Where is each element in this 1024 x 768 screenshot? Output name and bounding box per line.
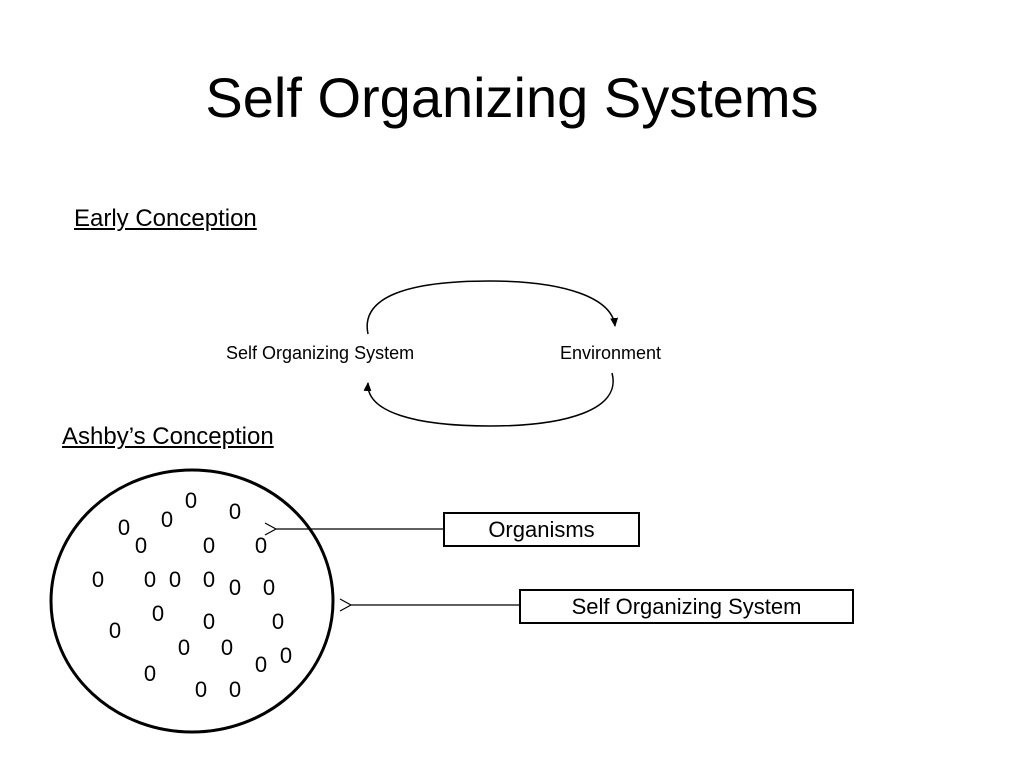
organism: 0 bbox=[262, 575, 276, 600]
top-feedback-arrow bbox=[366, 280, 619, 335]
organism: 0 bbox=[134, 533, 148, 558]
organism: 0 bbox=[108, 618, 122, 643]
organism: 0 bbox=[143, 567, 157, 592]
organism: 0 bbox=[202, 567, 216, 592]
early-conception-heading: Early Conception bbox=[74, 205, 257, 232]
organism: 0 bbox=[143, 661, 157, 686]
organism: 0 bbox=[202, 533, 216, 558]
system-boundary-circle bbox=[49, 468, 335, 734]
organism: 0 bbox=[279, 643, 293, 668]
system-label-box: Self Organizing System bbox=[519, 589, 854, 624]
organism: 0 bbox=[271, 609, 285, 634]
organism: 0 bbox=[220, 635, 234, 660]
organism: 0 bbox=[160, 507, 174, 532]
organism: 0 bbox=[177, 635, 191, 660]
organism: 0 bbox=[228, 499, 242, 524]
organisms-label: Organisms bbox=[488, 517, 595, 542]
organism: 0 bbox=[254, 533, 268, 558]
slide-title: Self Organizing Systems bbox=[205, 66, 819, 129]
organism: 0 bbox=[202, 609, 216, 634]
organism: 0 bbox=[168, 567, 182, 592]
system-label: Self Organizing System bbox=[571, 594, 802, 619]
environment-node: Environment bbox=[560, 343, 662, 363]
organism: 0 bbox=[117, 515, 131, 540]
organism: 0 bbox=[184, 488, 198, 513]
ashby-conception-heading: Ashby’s Conception bbox=[62, 423, 274, 450]
organisms-label-box: Organisms bbox=[443, 512, 640, 547]
organism: 0 bbox=[194, 677, 208, 702]
organism: 0 bbox=[228, 677, 242, 702]
organism: 0 bbox=[91, 567, 105, 592]
organism: 0 bbox=[254, 652, 268, 677]
organism: 0 bbox=[151, 601, 165, 626]
self-organizing-system-node: Self Organizing System bbox=[226, 343, 415, 363]
organism: 0 bbox=[228, 575, 242, 600]
bottom-feedback-arrow bbox=[363, 372, 614, 427]
